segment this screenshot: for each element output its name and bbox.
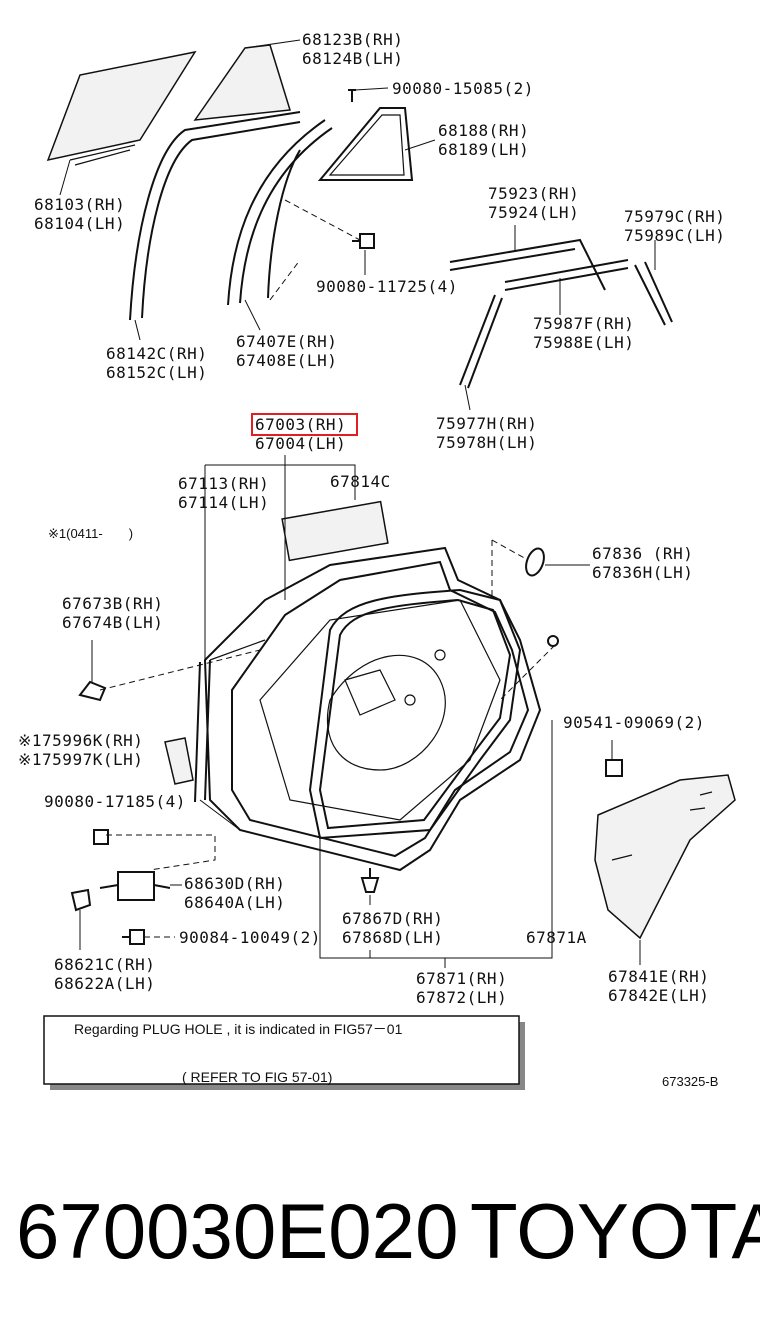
callout-90084: 90084-10049(2) (179, 928, 321, 947)
bolt-90084-10049 (122, 929, 145, 945)
callout-75977h: 75977H(RH) (436, 414, 537, 433)
callout-67872: 67872(LH) (416, 988, 507, 1007)
moulding-75987f (504, 259, 629, 291)
quarter-window-frame-68188 (317, 107, 414, 181)
callout-67841e: 67841E(RH) (608, 967, 709, 986)
callout-90080-11725: 90080-11725(4) (316, 277, 458, 296)
callout-67814c: 67814C (330, 472, 391, 491)
callout-67673b: 67673B(RH) (62, 594, 163, 613)
moulding-75979c (634, 261, 673, 326)
callout-75978h: 75978H(LH) (436, 433, 537, 452)
clip-67673b (78, 680, 107, 702)
door-glass-68103 (46, 50, 197, 166)
callout-75997k: ※175997K(LH) (18, 750, 143, 769)
callout-75923: 75923(RH) (488, 184, 579, 203)
callouts: 68123B(RH) 68124B(LH) 90080-15085(2) 681… (18, 30, 725, 1007)
plug-hole-notice: Regarding PLUG HOLE , it is indicated in… (43, 1015, 525, 1090)
callout-67868d: 67868D(LH) (342, 928, 443, 947)
service-hole-cover-67841e (594, 774, 736, 940)
callout-68142c: 68142C(RH) (106, 344, 207, 363)
hinge-68630d (99, 871, 171, 901)
callout-90080-15085: 90080-15085(2) (392, 79, 534, 98)
bolt-90080-17185 (93, 829, 109, 845)
moulding-75977h (459, 294, 503, 389)
callout-67114: 67114(LH) (178, 493, 269, 512)
callout-68123b: 68123B(RH) (302, 30, 403, 49)
callout-67871: 67871(RH) (416, 969, 507, 988)
footer-part-number: 670030E020 (16, 1187, 458, 1275)
weatherstrip-67113 (194, 639, 266, 803)
screw-90080-15085 (348, 89, 356, 102)
notice-line-1: Regarding PLUG HOLE , it is indicated in… (74, 1021, 403, 1037)
callout-67871a: 67871A (526, 928, 587, 947)
callout-75987f: 75987F(RH) (533, 314, 634, 333)
callout-68152c: 68152C(LH) (106, 363, 207, 382)
footer-brand: TOYOTA (470, 1187, 760, 1275)
callout-67003: 67003(RH) (255, 415, 346, 434)
callout-68621c: 68621C(RH) (54, 955, 155, 974)
callout-67867d: 67867D(RH) (342, 909, 443, 928)
callout-68103: 68103(RH) (34, 195, 125, 214)
callout-67836: 67836 (RH) (592, 544, 693, 563)
moulding-75923 (449, 238, 606, 291)
note-1: ※1(0411- ) (48, 526, 133, 541)
leader-lines (59, 39, 656, 968)
division-bar-67407e (227, 119, 333, 306)
callout-68188: 68188(RH) (438, 121, 529, 140)
callout-75979c: 75979C(RH) (624, 207, 725, 226)
door-panel-67003 (203, 546, 542, 872)
figure-code: 673325-B (662, 1074, 718, 1089)
callout-68622a: 68622A(LH) (54, 974, 155, 993)
callout-68630d: 68630D(RH) (184, 874, 285, 893)
callout-67674b: 67674B(LH) (62, 613, 163, 632)
callout-67407e: 67407E(RH) (236, 332, 337, 351)
callout-68640a: 68640A(LH) (184, 893, 285, 912)
clip-67867d (360, 868, 380, 893)
screw-90080-11725 (352, 233, 375, 249)
callout-75989c: 75989C(LH) (624, 226, 725, 245)
callout-90080-17185: 90080-17185(4) (44, 792, 186, 811)
seal-75996k (164, 737, 194, 785)
callout-67113: 67113(RH) (178, 474, 269, 493)
door-frame-weatherstrip-67871 (308, 588, 522, 840)
callout-75996k: ※175996K(RH) (18, 731, 143, 750)
plug-67836 (525, 547, 545, 577)
callout-67836h: 67836H(LH) (592, 563, 693, 582)
callout-67004: 67004(LH) (255, 434, 346, 453)
hinge-68621c (70, 888, 92, 912)
callout-68104: 68104(LH) (34, 214, 125, 233)
callout-68124b: 68124B(LH) (302, 49, 403, 68)
patch-67814c (281, 500, 389, 562)
quarter-glass-68123b (193, 44, 291, 121)
notice-line-2: ( REFER TO FIG 57-01) (182, 1069, 332, 1085)
callout-75924: 75924(LH) (488, 203, 579, 222)
callout-67842e: 67842E(LH) (608, 986, 709, 1005)
nut-90541 (547, 635, 623, 777)
callout-75988e: 75988E(LH) (533, 333, 634, 352)
run-channel-68142c (129, 111, 301, 321)
callout-67408e: 67408E(LH) (236, 351, 337, 370)
callout-68189: 68189(LH) (438, 140, 529, 159)
callout-90541: 90541-09069(2) (563, 713, 705, 732)
highlight-box-67003 (251, 413, 358, 436)
